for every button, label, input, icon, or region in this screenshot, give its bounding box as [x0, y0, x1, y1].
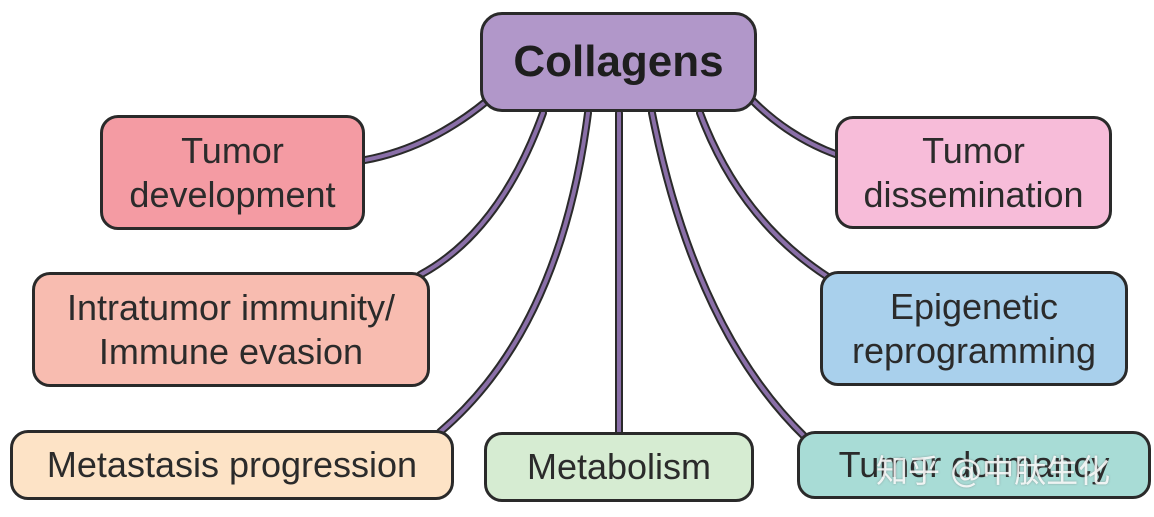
connector-outline — [748, 96, 842, 159]
connector-line-tumor-dormancy — [650, 111, 807, 439]
node-label: Metabolism — [526, 446, 712, 487]
connector-outline — [696, 109, 832, 281]
center-node-collagens: Collagens — [480, 12, 757, 112]
center-node-label: Collagens — [513, 37, 724, 86]
connector-line-tumor-development — [363, 98, 490, 162]
node-tumor-development: Tumor development — [100, 115, 365, 230]
node-tumor-dissemination: Tumor dissemination — [835, 116, 1112, 229]
connector-outline — [361, 96, 492, 164]
node-label: Tumor development — [129, 129, 336, 215]
node-metabolism: Metabolism — [484, 432, 754, 502]
node-label: Tumor dormancy — [838, 444, 1110, 485]
node-label: Intratumor immunity/ Immune evasion — [66, 286, 396, 372]
connector-outline — [648, 109, 809, 441]
node-label: Epigenetic reprogramming — [851, 285, 1097, 371]
connector-line-tumor-dissemination — [750, 98, 840, 157]
node-label: Metastasis progression — [46, 444, 418, 485]
node-intratumor-immunity: Intratumor immunity/ Immune evasion — [32, 272, 430, 387]
connector-line-epigenetic-reprogramming — [698, 111, 830, 279]
connector-outline — [436, 109, 592, 436]
node-epigenetic-reprogramming: Epigenetic reprogramming — [820, 271, 1128, 386]
node-tumor-dormancy: Tumor dormancy — [797, 431, 1151, 499]
node-label: Tumor dissemination — [863, 129, 1084, 215]
connector-line-intratumor-immunity — [418, 111, 545, 277]
node-metastasis-progression: Metastasis progression — [10, 430, 454, 500]
connector-line-metastasis-progression — [438, 111, 590, 434]
